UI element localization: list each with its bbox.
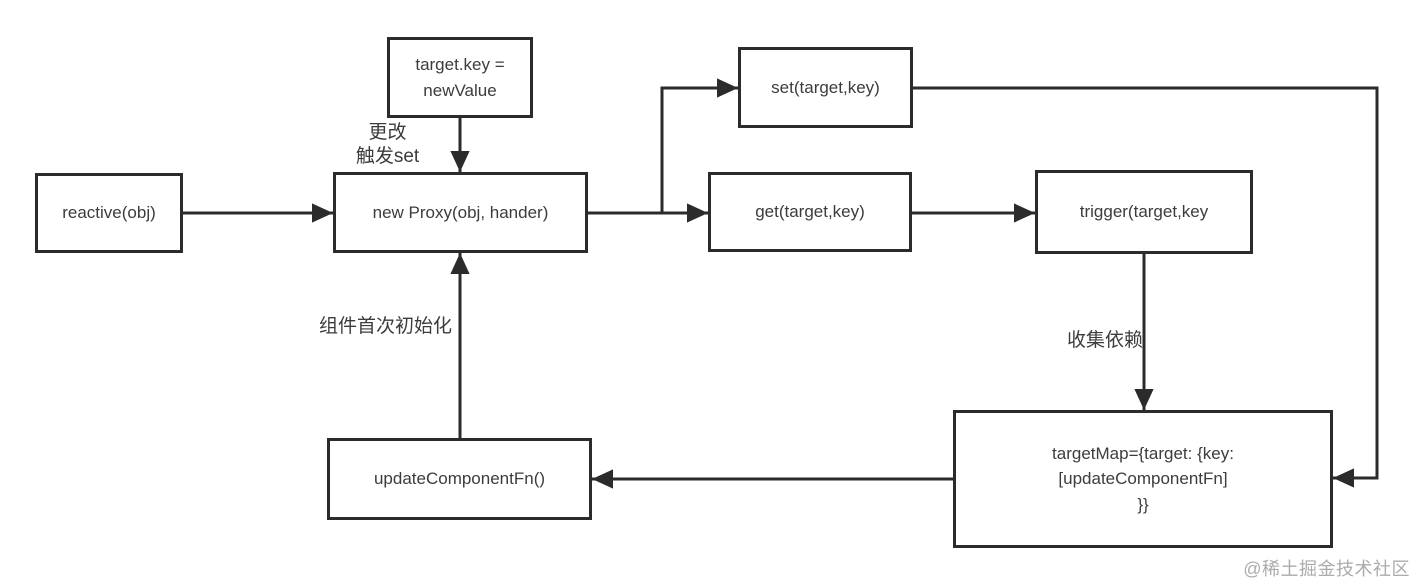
edge-label-component-first-init: 组件首次初始化 (318, 316, 452, 337)
node-assignment: target.key = newValue (387, 37, 533, 118)
node-update-component-fn: updateComponentFn() (327, 438, 592, 520)
node-target-map: targetMap={target: {key: [updateComponen… (953, 410, 1333, 548)
node-get-handler: get(target,key) (708, 172, 912, 252)
node-reactive: reactive(obj) (35, 173, 183, 253)
watermark: @稀土掘金技术社区 (1243, 559, 1410, 579)
edge-set-to-targetmap (913, 86, 1379, 488)
node-set-handler: set(target,key) (738, 47, 913, 128)
node-trigger: trigger(target,key (1035, 170, 1253, 254)
edge-label-collect-dependencies: 收集依赖 (1066, 330, 1143, 351)
node-proxy: new Proxy(obj, hander) (333, 172, 588, 253)
edge-label-change-triggers-set: 更改 触发set (355, 122, 420, 167)
edge-proxy-branch-to-set (660, 78, 738, 213)
